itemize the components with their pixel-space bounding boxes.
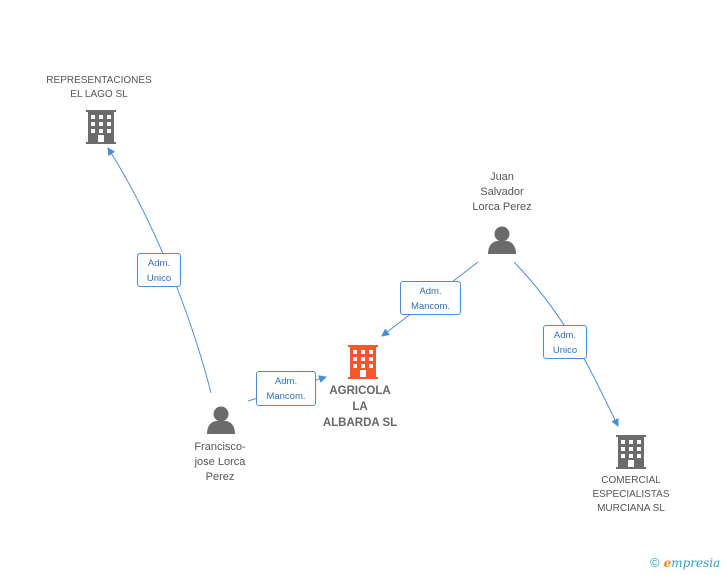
- label-line: COMERCIAL: [601, 475, 661, 486]
- edge-label-juan-comercial[interactable]: Adm. Unico: [543, 325, 587, 359]
- empresia-watermark[interactable]: ©empresia: [650, 555, 720, 570]
- brand-initial: e: [663, 556, 672, 570]
- copyright-symbol: ©: [650, 555, 660, 570]
- label-line: Adm.: [419, 286, 442, 297]
- brand-logo: empresia: [664, 556, 721, 570]
- label-line: Adm.: [147, 258, 171, 269]
- label-line: ESPECIALISTAS: [592, 489, 670, 500]
- person-icon[interactable]: [488, 226, 516, 255]
- brand-rest: mpresia: [671, 556, 721, 570]
- label-line: jose Lorca: [194, 456, 246, 468]
- edge-label-juan-agricola[interactable]: Adm. Mancom.: [400, 281, 461, 315]
- label-line: MURCIANA SL: [597, 503, 665, 514]
- label-line: Mancom.: [266, 391, 306, 402]
- person-label-juan[interactable]: Juan Salvador Lorca Perez: [450, 170, 554, 215]
- label-line: Lorca Perez: [472, 201, 532, 213]
- label-line: Salvador: [480, 186, 524, 198]
- company-label-representaciones[interactable]: REPRESENTACIONES EL LAGO SL: [34, 74, 164, 102]
- label-line: LA: [352, 401, 368, 413]
- label-line: Juan: [490, 171, 514, 183]
- label-line: Mancom.: [410, 301, 451, 312]
- building-icon[interactable]: [86, 110, 116, 144]
- label-line: ALBARDA SL: [322, 417, 398, 429]
- company-label-comercial[interactable]: COMERCIAL ESPECIALISTAS MURCIANA SL: [566, 474, 696, 516]
- company-label-agricola[interactable]: AGRICOLA LA ALBARDA SL: [310, 383, 410, 431]
- edge-label-francisco-representaciones[interactable]: Adm. Unico: [137, 253, 181, 287]
- person-label-francisco[interactable]: Francisco- jose Lorca Perez: [168, 440, 272, 485]
- label-line: Adm.: [274, 376, 298, 387]
- label-line: Unico: [552, 345, 578, 356]
- label-line: AGRICOLA: [329, 385, 391, 397]
- label-line: Adm.: [553, 330, 577, 341]
- building-icon[interactable]: [616, 435, 646, 469]
- building-icon[interactable]: [348, 345, 378, 379]
- label-line: REPRESENTACIONES: [46, 75, 152, 86]
- label-line: Unico: [146, 273, 172, 284]
- label-line: Perez: [205, 471, 235, 483]
- label-line: Francisco-: [194, 441, 246, 453]
- label-line: EL LAGO SL: [70, 89, 128, 100]
- edge-label-francisco-agricola[interactable]: Adm. Mancom.: [256, 371, 316, 406]
- person-icon[interactable]: [207, 406, 235, 435]
